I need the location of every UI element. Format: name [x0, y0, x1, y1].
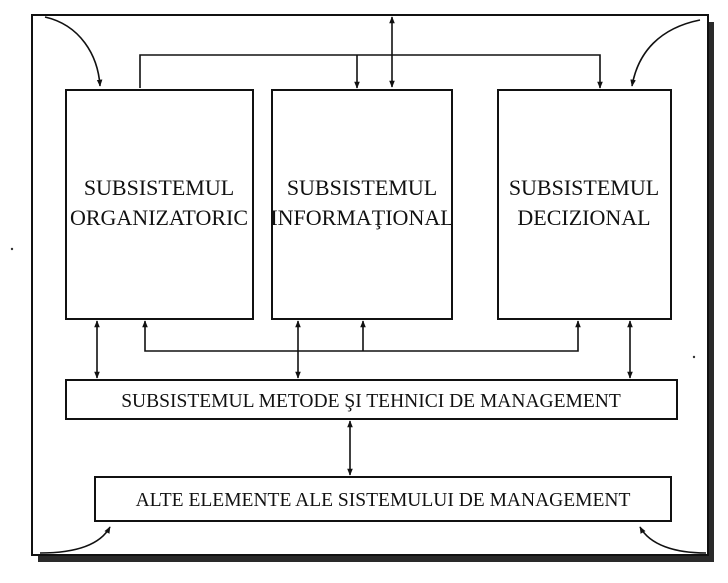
bottom-left-curved-arrow: [39, 526, 111, 554]
top-right-curved-arrow: [630, 19, 701, 87]
bottom-connector: [94, 320, 633, 476]
bottom-right-curved-arrow: [639, 526, 707, 554]
methods-techniques-label: SUBSISTEMUL METODE ŞI TEHNICI DE MANAGEM…: [121, 391, 621, 412]
organizational-subsystem-box: [65, 89, 254, 320]
decisional-subsystem-box: [497, 89, 672, 320]
organizational-subsystem-label-line1: SUBSISTEMUL: [84, 175, 234, 200]
other-elements-bar: [94, 476, 672, 522]
scan-speck: [10, 247, 14, 251]
other-elements-label: ALTE ELEMENTE ALE SISTEMULUI DE MANAGEME…: [136, 490, 631, 511]
scan-speck: [692, 355, 696, 359]
informational-subsystem-label-line1: SUBSISTEMUL: [287, 175, 437, 200]
informational-subsystem-box: [271, 89, 453, 320]
top-connector: [139, 16, 603, 89]
organizational-subsystem-label-line2: ORGANIZATORIC: [70, 205, 248, 230]
informational-subsystem-label-line2: INFORMAŢIONAL: [270, 205, 453, 230]
bottom-connector-line: [142, 320, 581, 352]
top-connector-line: [139, 54, 603, 89]
decisional-subsystem-label-line2: DECIZIONAL: [517, 205, 650, 230]
decisional-subsystem-label-line1: SUBSISTEMUL: [509, 175, 659, 200]
methods-techniques-bar: [65, 379, 678, 420]
top-left-curved-arrow: [44, 16, 103, 87]
corner-curves: [39, 16, 707, 554]
